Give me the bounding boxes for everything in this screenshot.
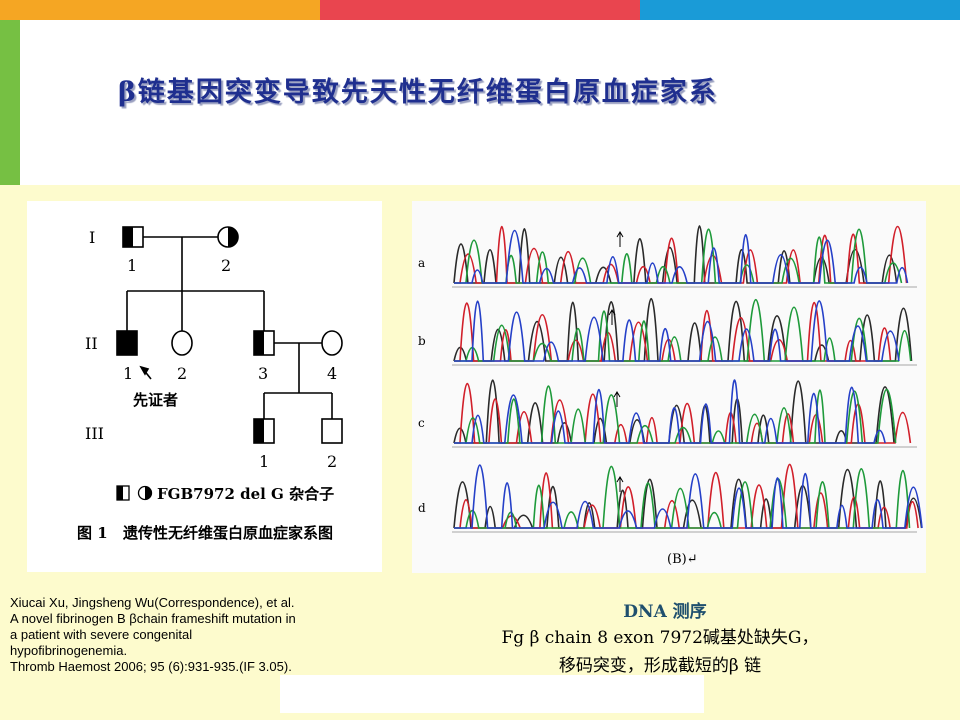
chromatogram-figure: (B)↵ a b c d [412, 201, 926, 573]
citation-line-1: Xiucai Xu, Jingsheng Wu(Correspondence),… [10, 595, 295, 610]
figure-caption-text: 遗传性无纤维蛋白原血症家系图 [122, 524, 333, 542]
gen2-female-4-symbol [321, 330, 343, 356]
figure-caption-number: 图 1 [77, 524, 108, 542]
chromatogram-trace [454, 379, 886, 444]
top-bar-blue [640, 0, 960, 20]
gen2-male-1-symbol [116, 330, 138, 356]
citation-line-5: Thromb Haemost 2006; 95 (6):931-935.(IF … [10, 659, 292, 674]
mutation-description-line-2: 移码突变，形成截短的β 链 [558, 656, 762, 676]
pedigree-figure: I II III 1 2 1 2 3 4 1 2 先证者 FGB7972 del… [27, 201, 382, 572]
mutation-arrow-icon [616, 231, 624, 247]
chromatogram-chart: (B)↵ a b c d [418, 225, 923, 567]
gen-label-iii: III [85, 424, 104, 443]
legend-text: FGB7972 del G 杂合子 [157, 485, 334, 503]
chromatogram-row-label: d [418, 501, 426, 515]
side-accent-green [0, 20, 20, 185]
citation-line-4: hypofibrinogenemia. [10, 643, 128, 658]
mutation-arrow-icon [616, 476, 624, 492]
chromatogram-trace [453, 379, 895, 444]
top-bar-orange [0, 0, 320, 20]
pedigree-chart: I II III 1 2 1 2 3 4 1 2 先证者 FGB7972 del… [77, 226, 343, 542]
proband-label: 先证者 [133, 391, 178, 409]
gen1-num-2: 2 [221, 256, 231, 275]
mutation-description-line-1: Fg β chain 8 exon 7972碱基处缺失G， [501, 628, 819, 648]
chromatogram-row-label: a [418, 256, 425, 270]
chromatogram-trace [454, 383, 912, 444]
gen3-male-2-symbol [321, 418, 343, 444]
top-bar-red [320, 0, 640, 20]
gen2-num-2: 2 [177, 364, 187, 383]
title-band [20, 20, 960, 185]
chromatogram-trace [454, 298, 912, 362]
citation-line-2: A novel fibrinogen B βchain frameshift m… [10, 611, 296, 626]
footer-box [280, 675, 704, 713]
chromatogram-panel-label: (B)↵ [667, 552, 698, 567]
slide-title: β链基因突变导致先天性无纤维蛋白原血症家系 [118, 77, 718, 108]
chromatogram-row-label: b [418, 334, 426, 348]
mutation-arrow-icon [608, 309, 616, 325]
gen3-num-1: 1 [259, 452, 269, 471]
gen1-num-1: 1 [127, 256, 137, 275]
citation-block: Xiucai Xu, Jingsheng Wu(Correspondence),… [10, 595, 370, 675]
chromatogram-trace [454, 230, 909, 284]
chromatogram-trace [454, 463, 919, 529]
chromatogram-trace [454, 385, 897, 444]
gen2-num-1: 1 [123, 364, 133, 383]
mutation-description: Fg β chain 8 exon 7972碱基处缺失G， 移码突变，形成截短的… [440, 624, 880, 680]
chromatogram-row-label: c [418, 416, 425, 430]
gen-label-i: I [89, 228, 95, 247]
mutation-arrow-icon [613, 391, 621, 407]
gen3-num-2: 2 [327, 452, 337, 471]
chromatogram-trace [454, 300, 900, 362]
gen2-num-4: 4 [327, 364, 337, 383]
gen2-num-3: 3 [258, 364, 268, 383]
dna-sequencing-title: DNA 测序 [623, 602, 707, 622]
chromatogram-trace [453, 297, 913, 362]
citation-line-3: a patient with severe congenital [10, 627, 193, 642]
gen-label-ii: II [85, 334, 98, 353]
gen2-female-2-symbol [171, 330, 193, 356]
chromatogram-trace [454, 464, 923, 529]
